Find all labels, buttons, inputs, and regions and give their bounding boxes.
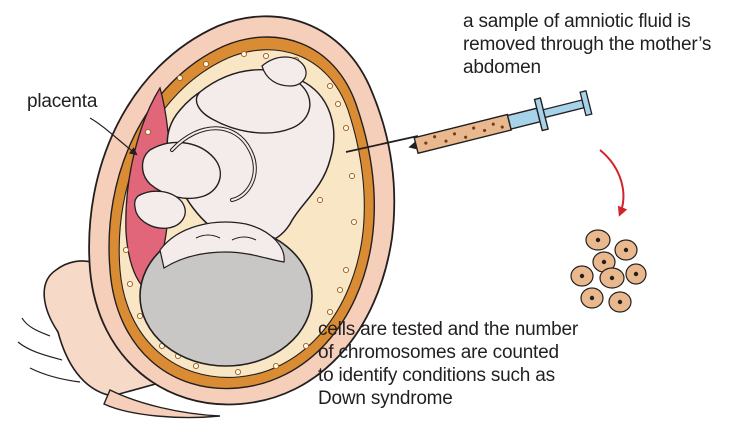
amniotic-sample-line: a sample of amniotic fluid is: [463, 10, 711, 33]
cells-tested-line: Down syndrome: [318, 387, 578, 410]
cell: [586, 230, 610, 250]
amniotic-sample-line: abdomen: [463, 56, 711, 79]
syringe: [405, 87, 593, 163]
cell: [571, 266, 593, 286]
cell: [626, 264, 646, 284]
placenta-label-text: placenta: [27, 90, 97, 113]
tested-cells: [571, 230, 646, 312]
amniotic-sample-line: removed through the mother’s: [463, 33, 711, 56]
process-arrow: [600, 150, 623, 214]
cells-tested-line: cells are tested and the number: [318, 318, 578, 341]
placenta-label: placenta: [27, 90, 97, 113]
cells-tested-line: of chromosomes are counted: [318, 341, 578, 364]
cell: [600, 268, 624, 288]
cell: [615, 240, 637, 260]
cells-tested-line: to identify conditions such as: [318, 364, 578, 387]
amniotic-sample-label: a sample of amniotic fluid is removed th…: [463, 10, 711, 79]
cell: [609, 292, 631, 312]
cell: [581, 288, 603, 308]
cells-tested-label: cells are tested and the number of chrom…: [318, 318, 578, 410]
